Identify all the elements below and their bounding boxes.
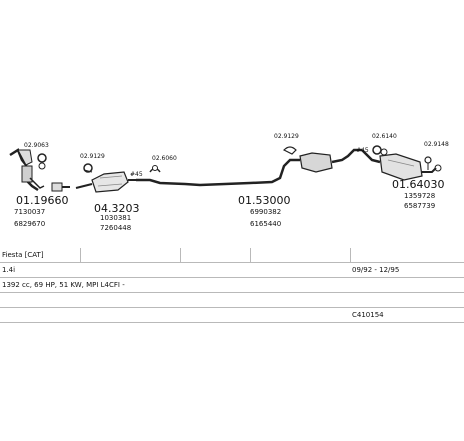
- clamp-icon: [83, 163, 93, 173]
- part-number: 04.3203: [94, 202, 140, 215]
- exhaust-system-diagram: 02.9063 01.19660 7130037 6829670 02.9129…: [9, 133, 449, 232]
- reference-number: 1030381: [100, 214, 131, 222]
- clamp-label: 02.9063: [24, 142, 49, 149]
- clamp-icon: [37, 153, 47, 170]
- reference-number: 7130037: [14, 208, 45, 216]
- middle-silencer-part: [299, 148, 362, 173]
- part-number: 01.19660: [16, 194, 69, 207]
- center-pipe-part: [136, 158, 300, 187]
- clamp-icon: [372, 145, 388, 156]
- period-value: 09/92 - 12/95: [352, 266, 400, 274]
- part-number: 01.53000: [238, 194, 291, 207]
- front-pipe-part: [9, 148, 45, 192]
- clamp-label: 02.9129: [274, 133, 299, 140]
- reference-number: 7260448: [100, 224, 131, 232]
- note-label: #45: [356, 147, 369, 154]
- clamp-icon: [149, 165, 161, 173]
- clamp-icon: [282, 146, 297, 155]
- part-number: 01.64030: [392, 178, 445, 191]
- clamp-label: 02.9129: [80, 153, 105, 160]
- info-row-spec: 1392 cc, 69 HP, 51 KW, MPI L4CFI -: [0, 278, 464, 293]
- info-row-model: Fiesta [CAT]: [0, 248, 464, 263]
- vehicle-info-table: Fiesta [CAT] 1.4i 09/92 - 12/95 1392 cc,…: [0, 248, 464, 323]
- model-value: Fiesta [CAT]: [2, 251, 44, 259]
- reference-number: 6829670: [14, 220, 45, 228]
- code-value: C410154: [352, 311, 384, 319]
- clamp-icon: [424, 156, 432, 170]
- flange-pipe-part: [51, 182, 70, 192]
- reference-number: 6165440: [250, 220, 281, 228]
- reference-number: 6587739: [404, 202, 435, 210]
- info-row-engine: 1.4i 09/92 - 12/95: [0, 263, 464, 278]
- info-row-empty: [0, 293, 464, 308]
- reference-number: 1359728: [404, 192, 435, 200]
- reference-number: 6990382: [250, 208, 281, 216]
- info-row-code: C410154: [0, 308, 464, 323]
- note-label: #45: [130, 171, 143, 178]
- rear-silencer-part: [361, 149, 442, 181]
- clamp-label: 02.6140: [372, 133, 397, 140]
- engine-value: 1.4i: [2, 266, 16, 274]
- catalytic-converter-part: [75, 171, 136, 193]
- spec-value: 1392 cc, 69 HP, 51 KW, MPI L4CFI -: [2, 281, 125, 289]
- clamp-label: 02.9148: [424, 141, 449, 148]
- clamp-label: 02.6060: [152, 155, 177, 162]
